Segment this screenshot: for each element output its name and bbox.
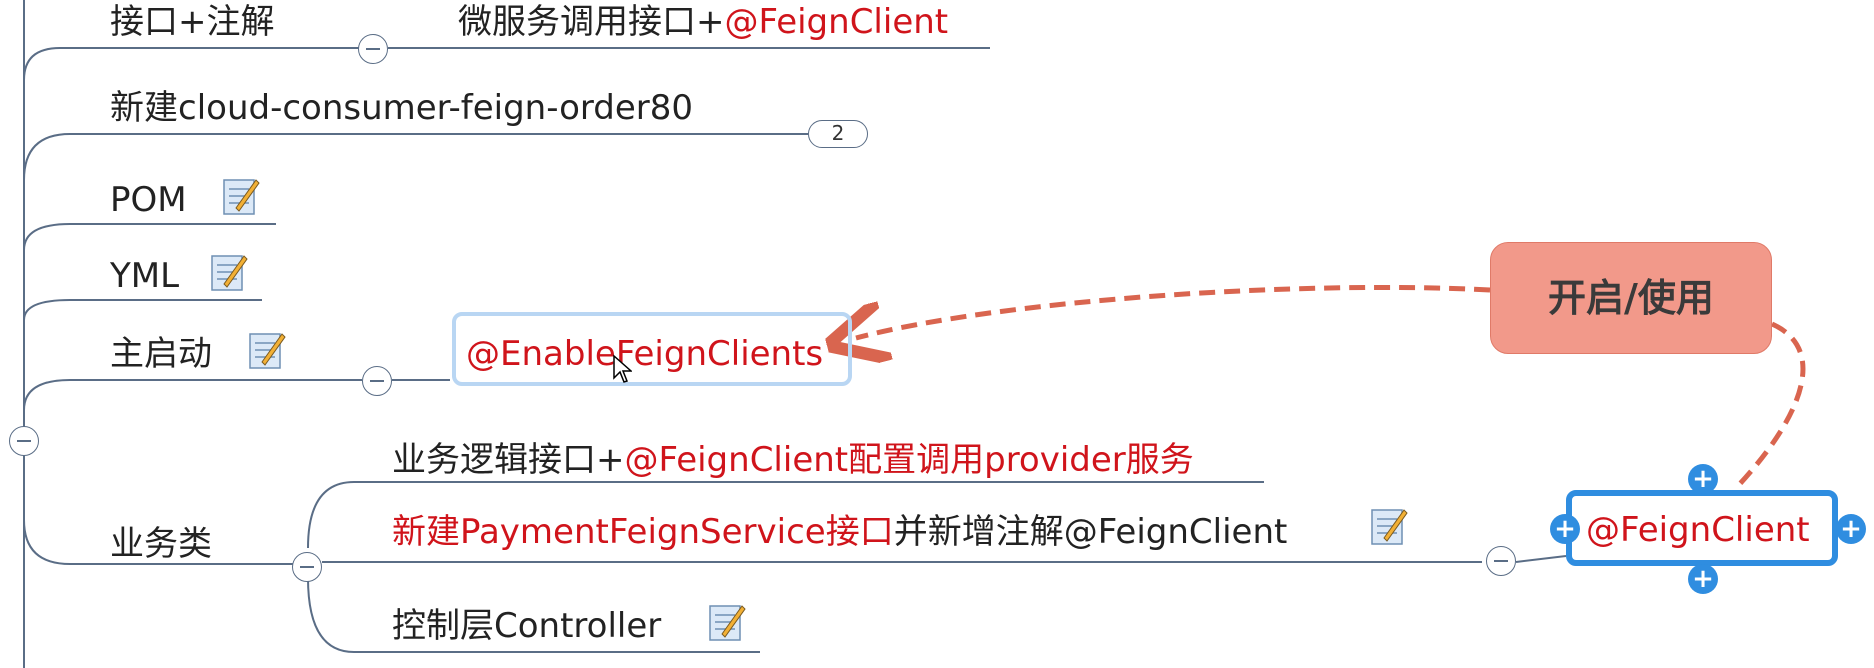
business-logic-annotation: @FeignClient配置调用provider服务 [624,440,1194,480]
node-interface-annotation[interactable]: 接口+注解 [110,2,275,42]
node-microservice-call[interactable]: 微服务调用接口+@FeignClient [458,2,948,42]
note-icon[interactable] [210,252,248,292]
node-new-service[interactable]: 新建PaymentFeignService接口并新增注解@FeignClient [392,512,1287,552]
node-pom[interactable]: POM [110,180,187,220]
collapse-icon[interactable] [1486,546,1516,576]
business-logic-label: 业务逻辑接口+ [392,440,625,480]
node-business-class[interactable]: 业务类 [110,524,212,564]
collapse-icon[interactable] [9,426,39,456]
node-main-startup[interactable]: 主启动 [110,334,212,374]
node-enable-feign-clients[interactable]: @EnableFeignClients [466,334,824,374]
cursor-icon [613,354,632,383]
add-handle-icon[interactable]: + [1688,564,1718,594]
node-business-logic[interactable]: 业务逻辑接口+@FeignClient配置调用provider服务 [392,440,1194,480]
add-handle-icon[interactable]: + [1836,514,1866,544]
add-handle-icon[interactable]: + [1550,514,1580,544]
note-icon[interactable] [1370,506,1408,546]
new-service-label: 新建PaymentFeignService接口 [392,512,894,552]
microservice-call-annotation: @FeignClient [724,2,949,42]
enable-feign-clients-selection[interactable] [452,312,852,386]
note-icon[interactable] [708,602,746,642]
microservice-call-label: 微服务调用接口+ [458,2,725,42]
add-handle-icon[interactable]: + [1688,464,1718,494]
callout-enable-use[interactable]: 开启/使用 [1490,242,1772,354]
collapse-icon[interactable] [292,552,322,582]
collapse-icon[interactable] [358,34,388,64]
node-yml[interactable]: YML [110,256,180,296]
collapse-icon[interactable] [362,366,392,396]
note-icon[interactable] [248,330,286,370]
child-count-badge[interactable]: 2 [808,120,868,148]
node-controller[interactable]: 控制层Controller [392,606,662,646]
note-icon[interactable] [222,176,260,216]
node-new-module[interactable]: 新建cloud-consumer-feign-order80 [110,88,694,128]
new-service-annotation: 并新增注解@FeignClient [893,512,1288,552]
node-feign-client[interactable]: @FeignClient [1586,510,1810,550]
